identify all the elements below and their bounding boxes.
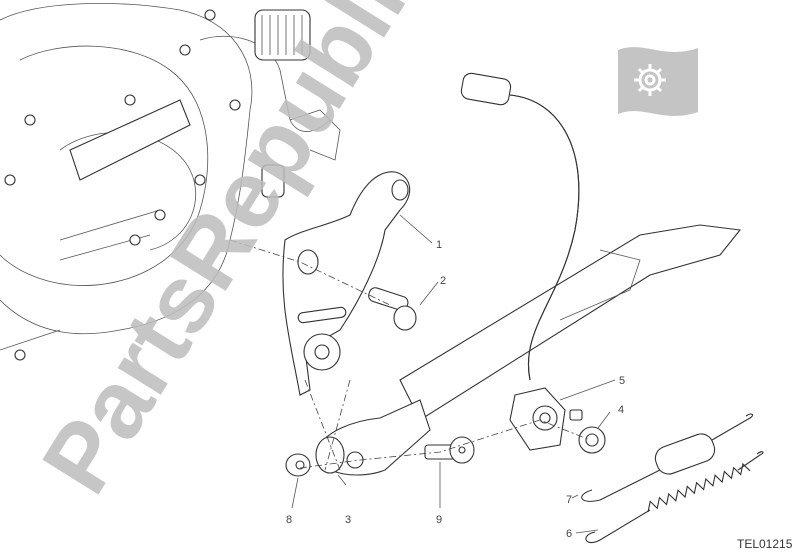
callout-5: 5 bbox=[619, 375, 625, 387]
callout-8: 8 bbox=[286, 514, 292, 526]
pivot-bolt bbox=[424, 436, 475, 464]
gear-icon bbox=[618, 47, 698, 116]
drawing-code: TEL01215 bbox=[737, 537, 793, 551]
long-spring bbox=[585, 451, 764, 544]
callout-3: 3 bbox=[345, 514, 351, 526]
callout-6: 6 bbox=[566, 528, 572, 540]
callout-2: 2 bbox=[440, 275, 446, 287]
callout-1: 1 bbox=[436, 239, 442, 251]
callout-9: 9 bbox=[436, 514, 442, 526]
engine-case bbox=[0, 3, 341, 361]
nut bbox=[578, 426, 606, 454]
short-spring bbox=[581, 413, 754, 502]
washer bbox=[285, 453, 311, 477]
callout-7: 7 bbox=[566, 494, 572, 506]
side-stand bbox=[315, 224, 742, 476]
callout-4: 4 bbox=[618, 404, 624, 416]
screw bbox=[368, 287, 417, 331]
side-stand-sensor bbox=[460, 72, 583, 451]
